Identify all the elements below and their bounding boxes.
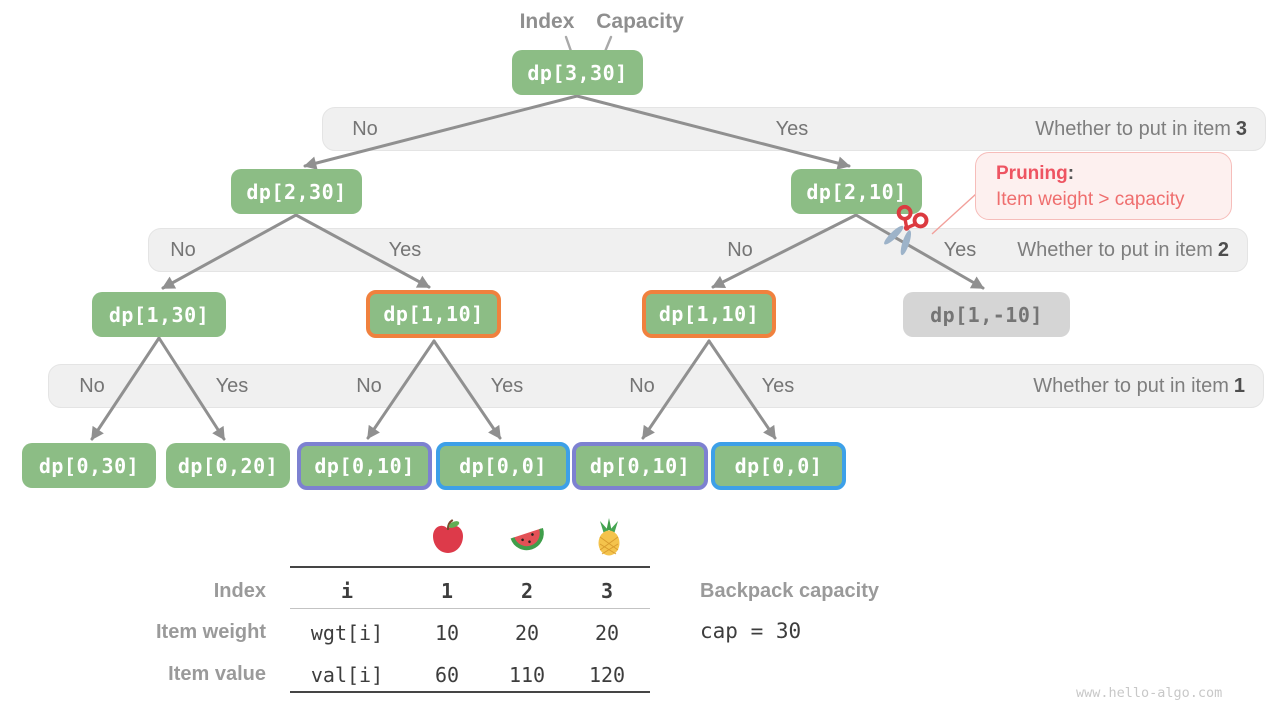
pruning-reason: Item weight > capacity <box>996 189 1185 210</box>
decision-band-item-1: No Yes No Yes No Yes Whether to put in i… <box>48 364 1264 408</box>
choice-label: Yes <box>490 375 524 397</box>
pruning-connector-line <box>931 193 977 235</box>
tree-node-dp-3-30: dp[3,30] <box>512 50 643 95</box>
tree-node-dp-0-0-right: dp[0,0] <box>711 442 846 490</box>
table-cell: 10 <box>434 621 460 645</box>
tree-node-dp-0-10-right: dp[0,10] <box>572 442 708 490</box>
tree-node-dp-0-20: dp[0,20] <box>166 443 290 488</box>
choice-label: Yes <box>215 375 249 397</box>
choice-label: No <box>79 375 105 397</box>
table-cell: 120 <box>588 663 626 687</box>
pineapple-icon <box>598 518 620 556</box>
choice-label: No <box>352 118 378 140</box>
pruning-title: Pruning <box>996 163 1068 184</box>
table-cell: 2 <box>520 579 534 603</box>
tree-node-dp-1-10-right: dp[1,10] <box>642 290 776 338</box>
watermelon-icon <box>510 527 544 551</box>
table-cell: i <box>340 579 354 603</box>
choice-label: Yes <box>943 239 977 261</box>
tree-node-dp-2-30: dp[2,30] <box>231 169 362 214</box>
table-row-label-weight: Item weight <box>155 621 266 643</box>
choice-label: No <box>356 375 382 397</box>
table-rule-top <box>290 566 650 568</box>
backpack-capacity-value: cap = 30 <box>700 619 802 643</box>
table-cell: 20 <box>514 621 540 645</box>
choice-label: Yes <box>761 375 795 397</box>
table-rule-bottom <box>290 691 650 693</box>
choice-label: Yes <box>388 239 422 261</box>
tree-node-dp-1-30: dp[1,30] <box>92 292 226 337</box>
choice-label: No <box>727 239 753 261</box>
table-cell: 20 <box>594 621 620 645</box>
tree-node-dp-0-0-left: dp[0,0] <box>436 442 570 490</box>
watermark: www.hello-algo.com <box>1076 685 1223 701</box>
tree-node-dp-1-neg10-pruned: dp[1,-10] <box>903 292 1070 337</box>
choice-label: No <box>629 375 655 397</box>
table-cell: 3 <box>600 579 614 603</box>
pruning-callout: Pruning: Item weight > capacity <box>975 152 1232 220</box>
backpack-capacity-label: Backpack capacity <box>700 580 880 602</box>
scissors-icon <box>884 204 929 256</box>
table-cell: 110 <box>508 663 546 687</box>
table-rule-mid <box>290 608 650 609</box>
index-header-label: Index <box>519 10 575 33</box>
choice-label: No <box>170 239 196 261</box>
tree-node-dp-0-30: dp[0,30] <box>22 443 156 488</box>
table-cell: 60 <box>434 663 460 687</box>
apple-icon <box>433 519 463 553</box>
tree-node-dp-1-10-left: dp[1,10] <box>366 290 501 338</box>
choice-label: Yes <box>775 118 809 140</box>
table-cell: val[i] <box>310 663 384 687</box>
table-cell: wgt[i] <box>310 621 384 645</box>
table-row-label-value: Item value <box>168 663 266 685</box>
table-row-label-index: Index <box>213 580 266 602</box>
tree-node-dp-0-10-left: dp[0,10] <box>297 442 432 490</box>
capacity-header-label: Capacity <box>596 10 684 33</box>
table-cell: 1 <box>440 579 454 603</box>
